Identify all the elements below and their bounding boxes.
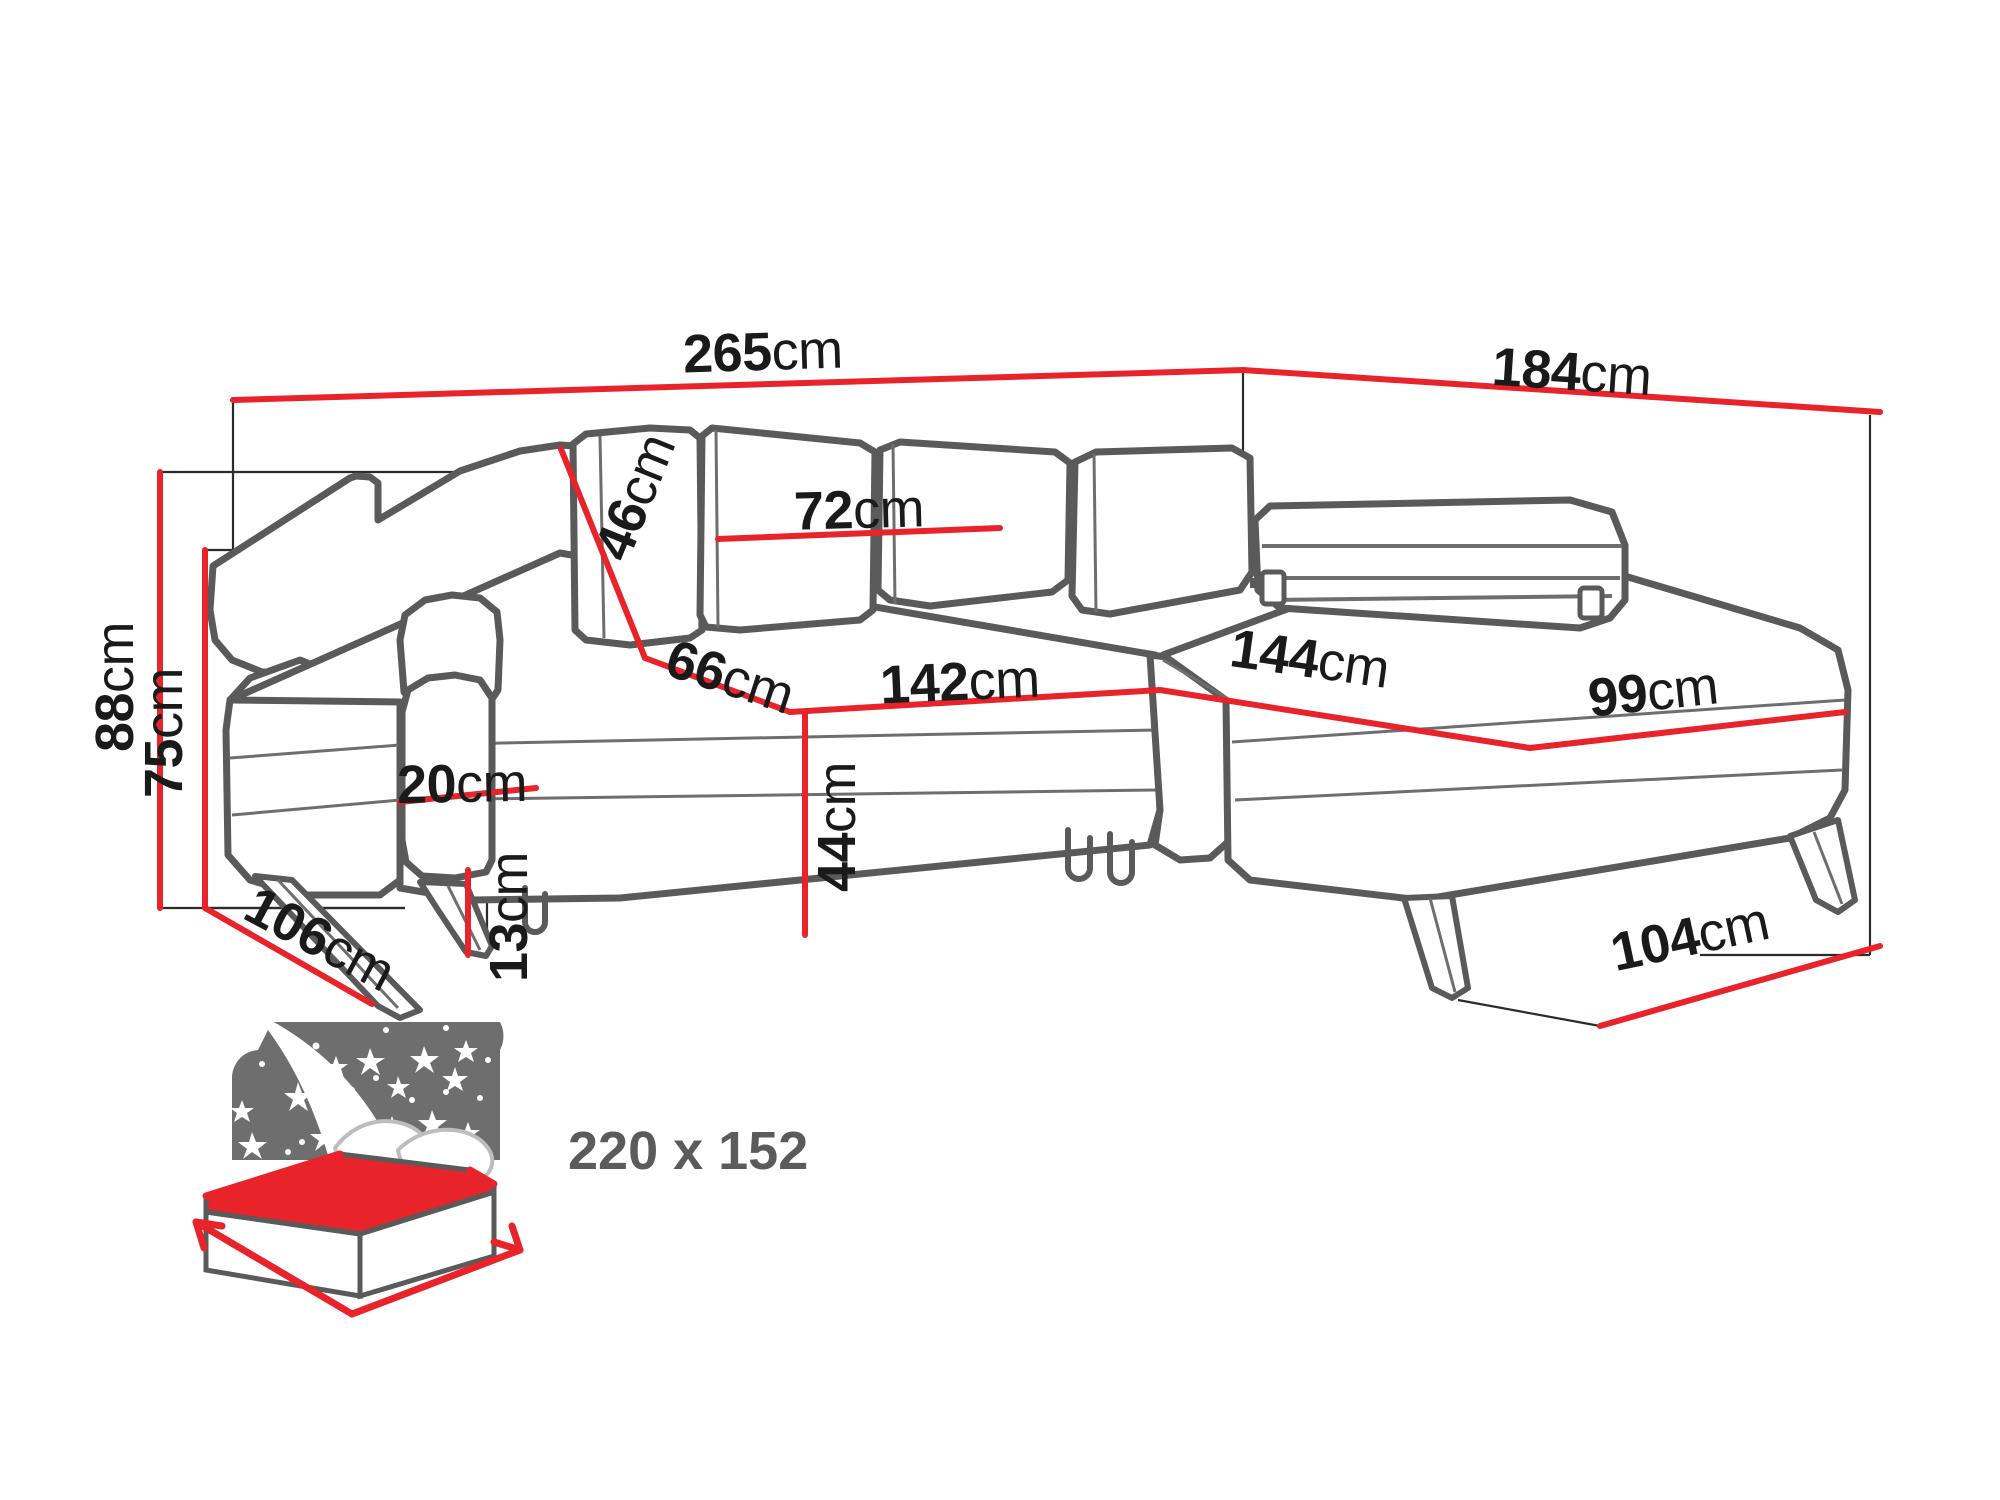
dimension-label-armrest-height: 20cm bbox=[396, 752, 528, 816]
mattress-dimension-arrows bbox=[192, 1150, 524, 1318]
sofa-backrest-bracket-tab bbox=[1250, 578, 1264, 588]
dimension-label-total-width: 265cm bbox=[682, 319, 844, 385]
sofa-leg-chaise-right-edge bbox=[1812, 831, 1844, 905]
sofa-leg-chaise-left-edge bbox=[1428, 897, 1457, 993]
sofa-back-cushion-2-seam bbox=[714, 429, 720, 629]
sleeping-area-label: 220 x 152 bbox=[568, 1121, 809, 1181]
sleeping-area-icon bbox=[192, 1020, 524, 1318]
sofa-backrest-bracket-left bbox=[1259, 569, 1287, 607]
dimension-label-chaise-width: 99cm bbox=[1585, 655, 1721, 729]
sofa-leg-rear-left-edge bbox=[276, 878, 400, 1010]
sofa-left-seat-block bbox=[222, 656, 404, 899]
dimension-label-chaise-depth-total: 184cm bbox=[1490, 336, 1654, 408]
dimension-label-cushion-width: 72cm bbox=[793, 478, 925, 542]
sofa-leg-chaise-right bbox=[1787, 817, 1858, 915]
sofa-back-cushion-3 bbox=[874, 438, 1074, 610]
sofa-pull-handle-right bbox=[1107, 831, 1135, 886]
sofa-back-cushion-1-seam bbox=[598, 435, 606, 639]
dimension-label-leg-height: 13cm bbox=[479, 851, 540, 983]
dimension-label-seat-width: 142cm bbox=[878, 648, 1041, 716]
sofa-leg-rear-left bbox=[252, 873, 423, 1021]
sofa-pull-handle-small bbox=[522, 885, 548, 935]
sofa-leg-front-left-edge bbox=[446, 885, 482, 951]
sofa-back-cushion-1 bbox=[569, 424, 706, 649]
dimension-label-back-height: 75cm bbox=[134, 667, 195, 799]
sofa-front-armrest bbox=[398, 671, 496, 882]
sofa-pull-handle-left bbox=[1065, 827, 1093, 882]
sofa-chaise-backrest-rail bbox=[1262, 544, 1622, 602]
sofa-back-cushion-4-seam bbox=[1092, 453, 1098, 613]
sofa-leg-chaise-left bbox=[1401, 893, 1471, 1001]
sofa-backrest-bracket-right bbox=[1577, 585, 1605, 621]
sofa-back-cushion-3-seam bbox=[891, 443, 897, 605]
sofa-chaise-seams bbox=[1162, 658, 1846, 802]
dimension-lines bbox=[157, 367, 1883, 1029]
sofa-back-cushion-4 bbox=[1068, 444, 1256, 618]
dimension-label-seat-height: 44cm bbox=[807, 761, 868, 893]
sofa-seat-seams bbox=[229, 728, 1158, 817]
sofa-back-cushion-2 bbox=[696, 424, 879, 634]
sofa-chaise-backrest bbox=[1251, 496, 1629, 632]
